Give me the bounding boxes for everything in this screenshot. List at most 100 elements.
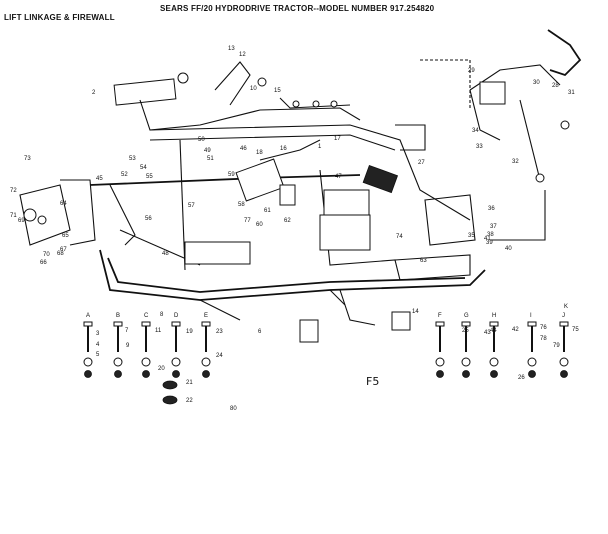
callout-57: 57 xyxy=(188,203,195,209)
callout-45: 45 xyxy=(96,176,103,182)
callout-27: 27 xyxy=(418,160,425,166)
callout-20: 20 xyxy=(158,366,165,372)
callout-78: 78 xyxy=(540,336,547,342)
callout-53: 53 xyxy=(129,156,136,162)
callout-3: 3 xyxy=(96,331,100,337)
callout-68: 68 xyxy=(57,251,64,257)
callout-19: 19 xyxy=(186,329,193,335)
bolt-head xyxy=(201,321,211,327)
callout-26: 26 xyxy=(518,375,525,381)
callout-31: 31 xyxy=(568,90,575,96)
hardware-letter-H: H xyxy=(492,313,496,319)
callout-36: 36 xyxy=(488,206,495,212)
washer xyxy=(83,357,93,367)
callout-80: 80 xyxy=(230,406,237,412)
callout-70: 70 xyxy=(43,252,50,258)
callout-49: 49 xyxy=(204,148,211,154)
bolt-head xyxy=(461,321,471,327)
callout-64: 64 xyxy=(60,201,67,207)
lock-nut xyxy=(162,395,178,405)
lift-lever-assembly xyxy=(469,29,582,183)
callout-7: 7 xyxy=(125,328,129,334)
callout-48: 48 xyxy=(162,251,169,257)
bolt-head xyxy=(113,321,123,327)
callout-32: 32 xyxy=(512,159,519,165)
washer xyxy=(489,357,499,367)
nut xyxy=(142,370,150,378)
callout-13: 13 xyxy=(228,46,235,52)
lock-nut xyxy=(162,380,178,390)
callout-23: 23 xyxy=(216,329,223,335)
washer xyxy=(559,357,569,367)
nut xyxy=(84,370,92,378)
bolt-head xyxy=(527,321,537,327)
bolt-head xyxy=(435,321,445,327)
callout-10: 10 xyxy=(250,86,257,92)
hardware-letter-I: I xyxy=(530,313,532,319)
callout-60: 60 xyxy=(256,222,263,228)
callout-37: 37 xyxy=(490,224,497,230)
hardware-letter-J: J xyxy=(562,313,565,319)
callout-66: 66 xyxy=(40,260,47,266)
washer xyxy=(461,357,471,367)
nut xyxy=(462,370,470,378)
nut xyxy=(436,370,444,378)
hardware-letter-A: A xyxy=(86,313,90,319)
page-title: SEARS FF/20 HYDRODRIVE TRACTOR--MODEL NU… xyxy=(160,4,435,13)
callout-9: 9 xyxy=(126,343,130,349)
callout-2: 2 xyxy=(92,90,96,96)
callout-72: 72 xyxy=(10,188,17,194)
callout-43: 43 xyxy=(484,330,491,336)
callout-44: 44 xyxy=(490,328,497,334)
callout-55: 55 xyxy=(146,174,153,180)
callout-24: 24 xyxy=(216,353,223,359)
callout-29: 29 xyxy=(468,68,475,74)
callout-22: 22 xyxy=(186,398,193,404)
nut xyxy=(172,370,180,378)
callout-16: 16 xyxy=(280,146,287,152)
callout-74: 74 xyxy=(396,234,403,240)
hardware-letter-F: F xyxy=(438,313,442,319)
callout-30: 30 xyxy=(533,80,540,86)
washer xyxy=(141,357,151,367)
nut xyxy=(490,370,498,378)
nut xyxy=(114,370,122,378)
callout-73: 73 xyxy=(24,156,31,162)
callout-62: 62 xyxy=(284,218,291,224)
lower-brackets xyxy=(299,289,411,343)
callout-42: 42 xyxy=(512,327,519,333)
callout-17: 17 xyxy=(334,136,341,142)
hardware-letter-C: C xyxy=(144,313,149,319)
washer xyxy=(113,357,123,367)
callout-39: 39 xyxy=(486,240,493,246)
callout-50: 50 xyxy=(198,137,205,143)
callout-34: 34 xyxy=(472,128,479,134)
nut xyxy=(202,370,210,378)
callout-40: 40 xyxy=(505,246,512,252)
callout-69: 69 xyxy=(18,218,25,224)
hardware-letter-K: K xyxy=(564,304,568,310)
hardware-letter-B: B xyxy=(116,313,120,319)
callout-51: 51 xyxy=(207,156,214,162)
callout-76: 76 xyxy=(540,325,547,331)
hardware-letter-G: G xyxy=(464,313,469,319)
figure-label: F5 xyxy=(366,375,380,388)
callout-15: 15 xyxy=(274,88,281,94)
callout-25: 25 xyxy=(462,328,469,334)
callout-79: 79 xyxy=(553,343,560,349)
hardware-letter-D: D xyxy=(174,313,179,319)
washer xyxy=(201,357,211,367)
callout-61: 61 xyxy=(264,208,271,214)
nut xyxy=(560,370,568,378)
washer xyxy=(435,357,445,367)
callout-56: 56 xyxy=(145,216,152,222)
cable-line xyxy=(490,190,546,241)
callout-46: 46 xyxy=(240,146,247,152)
cable-line xyxy=(420,59,471,110)
bolt-head xyxy=(171,321,181,327)
section-title: LIFT LINKAGE & FIREWALL xyxy=(4,13,115,22)
callout-52: 52 xyxy=(121,172,128,178)
lift-shaft xyxy=(89,139,399,206)
bolt-head xyxy=(559,321,569,327)
